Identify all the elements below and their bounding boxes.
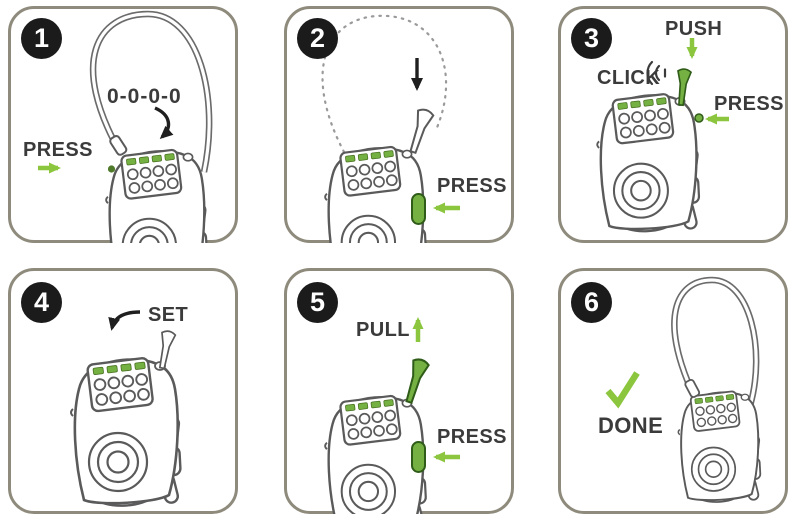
step-panel-1: 1 0-0-0-0 PRESS xyxy=(8,6,238,243)
reset-pin xyxy=(400,356,431,406)
cable-loop xyxy=(89,10,213,173)
step-4-illustration xyxy=(69,310,183,507)
step-1-illustration xyxy=(38,10,213,243)
press-label: PRESS xyxy=(23,139,93,161)
done-label: DONE xyxy=(598,413,664,438)
click-label: CLICK xyxy=(597,67,661,89)
lock-illustration xyxy=(677,389,762,503)
step-badge: 6 xyxy=(571,282,612,323)
side-reset-button xyxy=(107,165,116,173)
step-panel-3: 3 PUSH CLICK PRESS xyxy=(558,6,788,243)
step-badge: 3 xyxy=(571,18,612,59)
step-6-illustration xyxy=(605,276,762,503)
dial-code-label: 0-0-0-0 xyxy=(107,85,182,108)
step-number: 1 xyxy=(33,23,50,53)
press-label: PRESS xyxy=(714,93,784,115)
set-label: SET xyxy=(148,304,189,326)
step-badge: 1 xyxy=(21,18,62,59)
step-badge: 2 xyxy=(297,18,338,59)
sound-waves-icon xyxy=(646,60,667,86)
step-5-illustration xyxy=(323,317,460,514)
step-panel-4: 4 SET xyxy=(8,268,238,514)
step-panel-2: 2 PRESS xyxy=(284,6,514,243)
push-label: PUSH xyxy=(665,18,723,40)
step-number: 5 xyxy=(309,287,326,317)
step-panel-6: 6 DONE xyxy=(558,268,788,514)
cable-ferrule xyxy=(684,378,701,398)
side-press-button xyxy=(411,441,426,473)
lock-illustration xyxy=(104,148,209,243)
press-label: PRESS xyxy=(437,426,507,448)
lock-illustration xyxy=(69,356,183,507)
press-label: PRESS xyxy=(437,175,507,197)
reset-pin xyxy=(404,106,436,156)
cable-ferrule xyxy=(109,135,128,156)
side-press-button xyxy=(411,193,426,225)
lock-illustration xyxy=(596,92,701,233)
step-number: 2 xyxy=(309,23,326,53)
step-badge: 5 xyxy=(297,282,338,323)
dotted-cable-path xyxy=(321,14,448,154)
curved-down-arrow-icon xyxy=(154,106,174,140)
side-reset-button xyxy=(694,113,704,123)
curved-down-arrow-icon xyxy=(108,310,141,331)
step-2-illustration xyxy=(321,14,460,243)
step-number: 3 xyxy=(583,23,600,53)
lock-illustration xyxy=(323,394,428,514)
step-number: 4 xyxy=(33,287,50,317)
pull-label: PULL xyxy=(356,319,410,341)
step-badge: 4 xyxy=(21,282,62,323)
checkmark-icon xyxy=(605,371,640,409)
cable-loop xyxy=(671,276,760,407)
step-3-illustration xyxy=(596,38,729,233)
step-number: 6 xyxy=(583,287,600,317)
lock-illustration xyxy=(323,145,428,243)
step-panel-5: 5 PULL PRESS xyxy=(284,268,514,514)
